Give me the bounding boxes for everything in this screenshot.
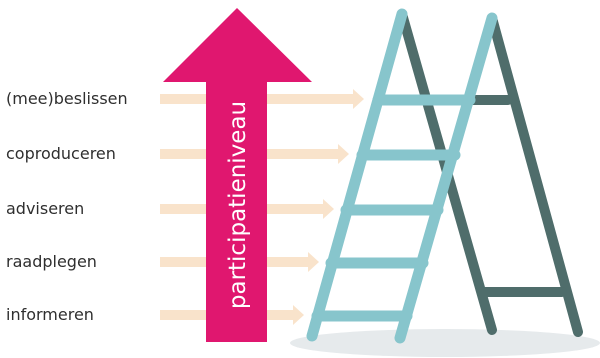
ladder-floor-shadow bbox=[290, 329, 600, 357]
level-label-informeren: informeren bbox=[6, 305, 94, 324]
level-labels: (mee)beslissen coproduceren adviseren ra… bbox=[6, 89, 128, 324]
ladder-front-leg-right bbox=[394, 12, 498, 344]
level-label-mee-beslissen: (mee)beslissen bbox=[6, 89, 128, 108]
ladder-back-frame bbox=[397, 9, 583, 337]
ladder-front-frame bbox=[306, 8, 498, 344]
participation-arrow-label: participatieniveau bbox=[225, 101, 251, 309]
participation-arrow: participatieniveau bbox=[163, 8, 312, 342]
ladder-front-leg-left bbox=[306, 8, 408, 342]
level-label-coproduceren: coproduceren bbox=[6, 144, 116, 163]
level-label-adviseren: adviseren bbox=[6, 199, 84, 218]
participation-arrow-shape bbox=[163, 8, 312, 342]
level-label-raadplegen: raadplegen bbox=[6, 252, 97, 271]
ladder-back-leg-right bbox=[487, 13, 583, 337]
